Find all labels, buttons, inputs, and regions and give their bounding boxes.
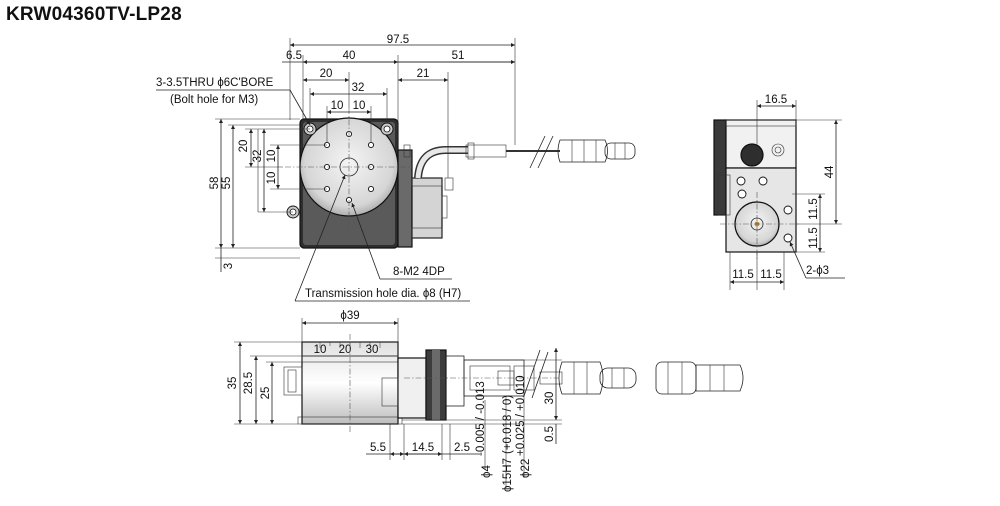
- dim-25: 25: [260, 387, 272, 400]
- dim-58: 58: [209, 177, 221, 190]
- cable-sleeve: [465, 144, 507, 158]
- dim-44: 44: [824, 165, 836, 178]
- drawing-title: KRW04360TV-LP28: [6, 4, 182, 25]
- dim-v-20: 20: [238, 140, 250, 153]
- dim-v-11-5-a: 11.5: [808, 198, 820, 220]
- dim-30: 30: [544, 392, 556, 405]
- dim-2-5: 2.5: [454, 442, 470, 454]
- dim-32: 32: [352, 82, 365, 94]
- dim-3: 3: [223, 263, 235, 269]
- note-bolt-hole: 3-3.5THRU ϕ6C'BORE: [156, 77, 274, 89]
- side-view: 16.5 44 11.5 11.5 11.5 11.5 2-ϕ3: [713, 94, 845, 290]
- note-bolt-hole-m3: (Bolt hole for M3): [170, 94, 258, 106]
- scale-label-2: 20: [339, 344, 352, 356]
- dim-10-b: 10: [353, 100, 366, 112]
- front-view: 10 20 30 ϕ39: [227, 310, 744, 492]
- dim-v-32: 32: [252, 150, 264, 163]
- dim-5-5: 5.5: [370, 442, 386, 454]
- dim-dia-4-tol: -0.005 / -0.013: [475, 381, 487, 456]
- dim-h-11-5-b: 11.5: [760, 269, 782, 281]
- dim-v-11-5-b: 11.5: [808, 227, 820, 249]
- dim-6-5: 6.5: [286, 50, 302, 62]
- dim-28-5: 28.5: [243, 372, 255, 394]
- dim-16-5: 16.5: [765, 94, 787, 106]
- dim-14-5: 14.5: [412, 442, 434, 454]
- dim-20: 20: [320, 68, 333, 80]
- dim-35: 35: [227, 377, 239, 390]
- scale-label-3: 30: [366, 344, 379, 356]
- dim-51: 51: [452, 50, 465, 62]
- dim-0-5: 0.5: [544, 426, 556, 442]
- motor-flange: [397, 149, 413, 248]
- cable-connector: [557, 139, 608, 163]
- top-view: 97.5 6.5 40 51 20 21 32 10 10 58: [156, 34, 636, 302]
- dim-dia-15h7: ϕ15H7: [502, 458, 514, 492]
- dim-10-a: 10: [331, 100, 344, 112]
- dim-dia-39: ϕ39: [340, 310, 359, 322]
- dim-dia-22: ϕ22: [520, 459, 532, 478]
- dim-21: 21: [417, 68, 430, 80]
- dim-40: 40: [343, 50, 356, 62]
- dim-v-10-b: 10: [266, 172, 278, 185]
- dim-v-10-a: 10: [266, 150, 278, 163]
- dim-h-11-5-a: 11.5: [732, 269, 754, 281]
- note-tapped-holes: 8-M2 4DP: [393, 266, 445, 278]
- motor-body: [411, 177, 443, 239]
- dim-97-5: 97.5: [387, 34, 409, 46]
- dim-55: 55: [221, 177, 233, 190]
- dim-dia-4: ϕ4: [481, 465, 493, 478]
- note-transmission-hole: Transmission hole dia. ϕ8 (H7): [305, 288, 461, 300]
- scale-label-1: 10: [314, 344, 327, 356]
- dim-dia-15-tol: (+0.018 / 0): [502, 395, 514, 454]
- note-pin-holes: 2-ϕ3: [806, 265, 829, 277]
- dim-dia-22-tol: +0.025 / +0.010: [515, 375, 527, 456]
